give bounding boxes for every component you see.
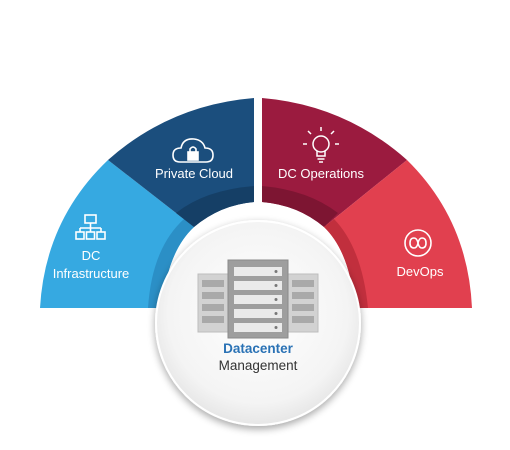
server-rack-icon	[197, 259, 319, 339]
segment-private-cloud: Private Cloud	[108, 98, 254, 227]
network-hierarchy-icon	[75, 214, 106, 240]
segment-devops-inner-band	[324, 219, 368, 308]
lightbulb-icon	[303, 127, 339, 163]
segment-dc-operations-inner-band	[262, 186, 338, 227]
cloud-lock-icon	[172, 138, 214, 163]
segment-dc-infrastructure: DC Infrastructure	[40, 160, 194, 308]
center-hub: Datacenter Management	[155, 220, 361, 426]
segment-dc-infrastructure-inner-band	[148, 219, 194, 308]
segment-devops-label: DevOps	[397, 264, 444, 279]
segment-dc-infrastructure-label-line1: DC	[82, 248, 101, 263]
infinity-icon	[404, 229, 432, 257]
segment-dc-infrastructure-label-line2: Infrastructure	[53, 266, 130, 281]
segment-devops: DevOps	[324, 160, 472, 308]
center-title: Datacenter	[223, 341, 294, 356]
segment-dc-operations-label: DC Operations	[278, 166, 364, 181]
center-subtitle: Management	[219, 358, 298, 373]
segment-dc-operations: DC Operations	[262, 98, 407, 227]
segment-private-cloud-label: Private Cloud	[155, 166, 233, 181]
segment-private-cloud-inner-band	[176, 186, 254, 227]
